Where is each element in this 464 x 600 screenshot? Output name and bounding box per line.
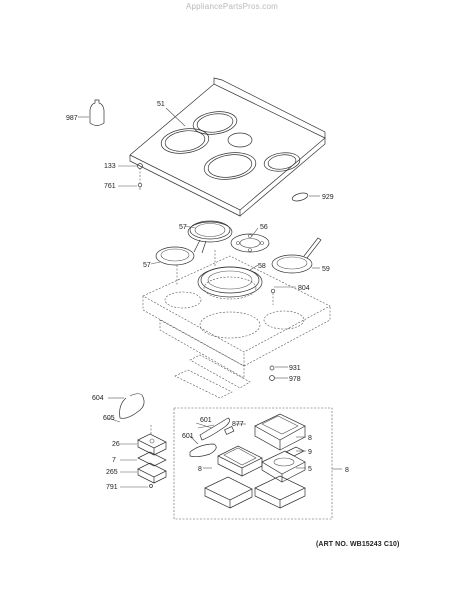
surface-element-59 — [271, 237, 322, 274]
callout-605: 605 — [103, 415, 115, 422]
clip-and-screw-parts — [118, 163, 143, 190]
callout-987: 987 — [66, 115, 78, 122]
callout-601-upper: 601 — [200, 417, 212, 424]
callout-931: 931 — [289, 365, 301, 372]
callout-labels: 987 51 133 761 929 57 56 57 58 59 804 93… — [66, 101, 349, 491]
callout-978: 978 — [289, 376, 301, 383]
callout-133: 133 — [104, 163, 116, 170]
control-assembly-stack — [120, 425, 167, 488]
leader-lines — [150, 107, 320, 271]
controls-kit-box — [173, 407, 342, 520]
surface-element-56 — [230, 233, 270, 253]
callout-761: 761 — [104, 183, 116, 190]
callout-57-left: 57 — [143, 262, 151, 269]
part-929 — [291, 192, 320, 202]
watermark: AppliancePartsPros.com — [186, 2, 278, 11]
callout-877: 877 — [232, 421, 244, 428]
surface-element-57-left — [155, 246, 195, 285]
callout-8-left: 8 — [198, 466, 202, 473]
art-number: (ART NO. WB15243 C10) — [316, 541, 400, 548]
callout-8-upper: 8 — [308, 435, 312, 442]
callout-804: 804 — [298, 285, 310, 292]
callout-56: 56 — [260, 224, 268, 231]
callout-59: 59 — [322, 266, 330, 273]
callout-58: 58 — [258, 263, 266, 270]
callout-57-top: 57 — [179, 224, 187, 231]
callout-265: 265 — [106, 469, 118, 476]
callout-5: 5 — [308, 466, 312, 473]
callout-7: 7 — [112, 457, 116, 464]
surface-element-58 — [197, 250, 263, 298]
callout-601-lower: 601 — [182, 433, 194, 440]
callout-929: 929 — [322, 194, 334, 201]
parts-931-978 — [269, 365, 288, 381]
callout-51: 51 — [157, 101, 165, 108]
callout-8-kit: 8 — [345, 467, 349, 474]
cooktop-glass-part — [129, 77, 326, 217]
callout-604: 604 — [92, 395, 104, 402]
cleaner-bottle-part — [78, 99, 105, 126]
callout-9: 9 — [308, 449, 312, 456]
callout-791: 791 — [106, 484, 118, 491]
wiring-harness-604 — [107, 393, 145, 423]
surface-element-57-top — [187, 220, 233, 254]
burner-box-pan — [142, 255, 331, 399]
callout-26: 26 — [112, 441, 120, 448]
